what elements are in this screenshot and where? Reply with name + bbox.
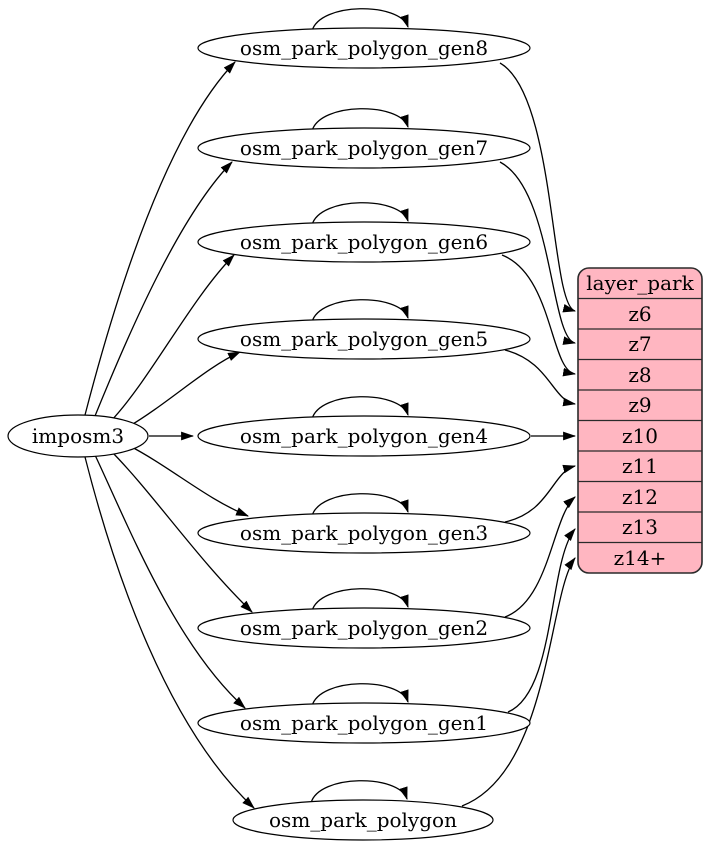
node-osm-park-polygon-gen3: osm_park_polygon_gen3: [197, 512, 531, 554]
edges-from-source: [84, 61, 255, 809]
layer-row-z9: z9: [628, 393, 651, 417]
node-ellipse: [197, 607, 531, 649]
node-osm-park-polygon-gen2: osm_park_polygon_gen2: [197, 607, 531, 649]
node-osm-park-polygon-gen8: osm_park_polygon_gen8: [197, 27, 531, 69]
node-label: osm_park_polygon: [269, 808, 457, 832]
node-label: osm_park_polygon_gen3: [240, 521, 488, 545]
edge-gen6-to-z8: [501, 254, 577, 377]
edge-imposm3-to-polygon: [84, 456, 255, 809]
edge-imposm3-to-gen7: [94, 161, 233, 417]
edge-imposm3-to-gen3: [127, 444, 249, 517]
node-imposm3-label: imposm3: [32, 424, 124, 448]
node-ellipse: [197, 27, 531, 69]
edges-to-layer: [461, 62, 577, 807]
node-imposm3-ellipse: [7, 414, 149, 458]
self-loop-gen1: [311, 683, 409, 707]
node-osm-park-polygon-gen4: osm_park_polygon_gen4: [197, 415, 531, 457]
node-osm-park-polygon-gen6: osm_park_polygon_gen6: [197, 221, 531, 263]
node-ellipse: [197, 512, 531, 554]
node-osm-park-polygon-gen1: osm_park_polygon_gen1: [197, 702, 531, 744]
layer-row-z10: z10: [622, 424, 658, 448]
node-ellipse: [197, 318, 531, 360]
node-ellipse: [197, 702, 531, 744]
layer-row-z8: z8: [628, 363, 651, 387]
node-osm-park-polygon: osm_park_polygon: [232, 799, 494, 841]
node-label: osm_park_polygon_gen5: [240, 327, 488, 351]
edge-imposm3-to-gen1: [94, 454, 246, 709]
layer-row-z11: z11: [622, 454, 658, 478]
node-label: osm_park_polygon_gen8: [240, 36, 488, 60]
node-label: osm_park_polygon_gen6: [240, 230, 488, 254]
edge-gen2-to-z12: [504, 496, 576, 618]
edge-gen7-to-z7: [499, 161, 577, 345]
layer-row-z13: z13: [622, 515, 658, 539]
layer-row-z7: z7: [628, 332, 651, 356]
node-ellipse: [197, 221, 531, 263]
edge-gen8-to-z6: [499, 62, 577, 313]
self-loop-gen7: [311, 108, 409, 132]
layer-row-z6: z6: [628, 302, 651, 326]
self-loop-gen8: [311, 8, 409, 32]
self-loop-gen4: [311, 396, 409, 420]
node-ellipse: [197, 127, 531, 169]
layer-park-title: layer_park: [586, 271, 694, 295]
edge-polygon-to-z14: [461, 557, 576, 807]
edge-imposm3-to-gen8: [84, 61, 236, 416]
edge-imposm3-to-gen5: [127, 351, 241, 428]
edge-imposm3-to-gen2: [109, 449, 253, 613]
node-imposm3: imposm3: [7, 414, 149, 458]
self-loop-gen3: [311, 493, 409, 517]
node-osm-park-polygon-gen5: osm_park_polygon_gen5: [197, 318, 531, 360]
edge-gen3-to-z11: [504, 464, 577, 523]
layer-park-table: layer_park z6 z7 z8 z9 z10 z11 z12 z13 z…: [577, 267, 703, 574]
edge-gen5-to-z9: [504, 349, 577, 407]
self-loop-gen5: [311, 299, 409, 323]
node-label: osm_park_polygon_gen4: [240, 424, 488, 448]
layer-row-z14: z14+: [614, 546, 667, 570]
node-label: osm_park_polygon_gen7: [240, 136, 488, 160]
node-label: osm_park_polygon_gen1: [240, 711, 488, 735]
self-loop-polygon: [310, 780, 408, 804]
layer-row-z12: z12: [622, 485, 658, 509]
node-label: osm_park_polygon_gen2: [240, 616, 488, 640]
self-loop-gen2: [311, 588, 409, 612]
edge-gen1-to-z13: [507, 528, 576, 713]
self-loop-gen6: [311, 202, 409, 226]
node-osm-park-polygon-gen7: osm_park_polygon_gen7: [197, 127, 531, 169]
node-ellipse: [197, 415, 531, 457]
self-loop-edges: [310, 8, 409, 804]
edge-imposm3-to-gen6: [109, 254, 235, 423]
node-ellipse: [232, 799, 494, 841]
